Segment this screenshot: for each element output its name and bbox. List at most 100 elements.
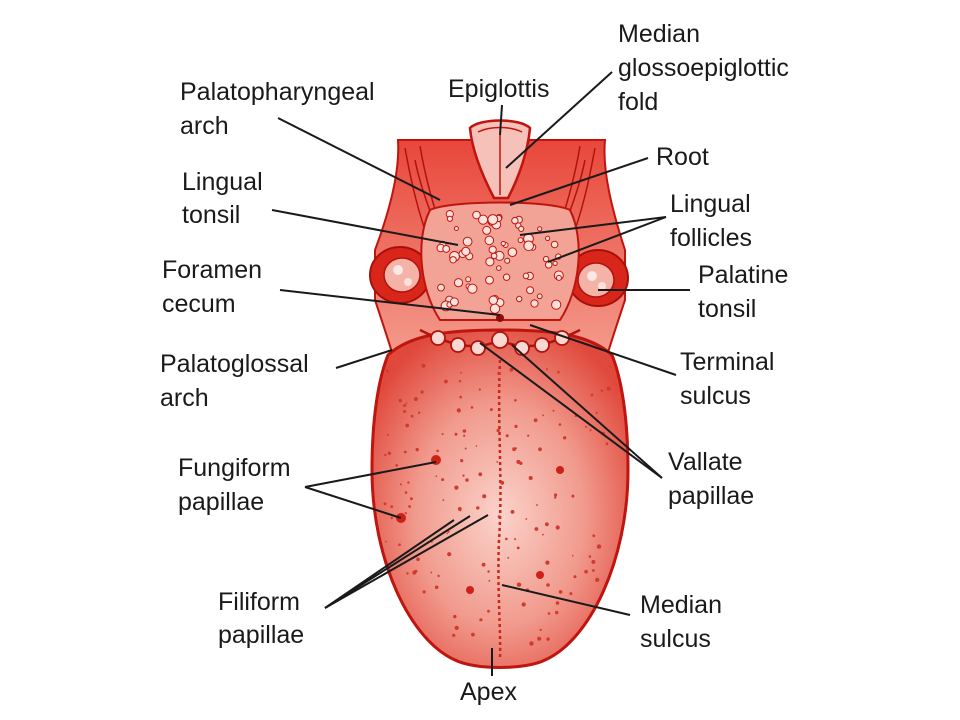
filiform-speck [554,493,558,497]
filiform-speck [444,379,448,384]
leader-foramen-cecum [279,289,501,316]
filiform-speck [398,398,402,403]
leader-root [509,157,649,206]
filiform-speck [413,397,418,401]
filiform-speck [497,371,501,375]
filiform-speck [399,483,402,486]
filiform-speck [404,491,408,494]
label-fungiform-2: papillae [178,488,264,516]
lingual-follicle [504,257,511,264]
lingual-follicles-texture [436,210,564,314]
leader-filiform-c [324,519,455,609]
filiform-speck [552,409,555,412]
lingual-follicle [516,295,523,303]
filiform-speck [600,389,604,392]
filiform-speck [460,371,462,374]
leader-lines [271,71,690,676]
filiform-speck [595,577,600,583]
filiform-speck [539,628,542,632]
filiform-speck [478,472,483,477]
label-median-fold-3: fold [618,88,658,116]
lingual-follicle [442,245,451,253]
filiform-speck [534,527,539,531]
label-vallate-2: papillae [668,482,754,510]
lingual-follicle [472,210,481,220]
filiform-speck [408,505,411,508]
lingual-follicle [523,240,535,252]
lingual-follicle [530,299,539,308]
leader-epiglottis [499,104,503,136]
filiform-speck [405,402,408,404]
filiform-speck [390,505,394,508]
tongue-illustration [369,119,630,669]
filiform-speck [387,433,390,436]
filiform-speck [545,560,550,565]
filiform-speck [590,393,594,397]
lingual-follicle [467,283,478,294]
filiform-speck [403,450,407,454]
filiform-speck [385,369,388,372]
lingual-follicle [542,255,550,263]
lingual-follicle [465,276,472,283]
filiform-speck [471,632,475,637]
filiform-speck [573,575,577,579]
label-fungiform-1: Fungiform [178,454,291,482]
label-foramen-cecum-2: cecum [162,290,236,318]
leader-vallate-a [479,342,663,479]
filiform-speck [555,601,560,605]
filiform-speck [385,540,387,543]
filiform-speck [387,451,392,455]
filiform-speck [395,464,399,467]
label-lingual-follicles-2: follicles [670,224,752,252]
label-lingual-follicles-1: Lingual [670,190,751,218]
filiform-speck [555,610,559,615]
lingual-follicle [461,246,471,256]
filiform-speck [589,429,592,432]
label-filiform-1: Filiform [218,588,300,616]
filiform-speck [507,557,510,559]
filiform-speck [533,418,538,423]
filiform-speck [516,459,521,464]
filiform-speck [515,447,517,450]
filiform-speck [546,368,548,371]
filiform-speck [452,633,456,638]
filiform-speck [542,414,544,417]
filiform-speck [447,530,450,533]
label-filiform-2: papillae [218,621,304,649]
filiform-speck [546,637,550,641]
filiform-speck [441,478,445,482]
lingual-follicle [545,235,551,241]
filiform-speck [446,532,449,535]
label-palatine-tonsil-2: tonsil [698,295,756,323]
filiform-speck [405,423,410,428]
filiform-speck [571,494,575,498]
lingual-follicle [449,297,459,307]
filiform-speck [481,562,486,567]
label-root: Root [656,143,709,171]
filiform-speck [605,442,609,446]
leader-median-sulcus [501,584,631,616]
filiform-speck [516,582,522,587]
leader-filiform-a [324,514,489,609]
filiform-speck [529,641,534,646]
lingual-follicle [437,283,445,292]
lingual-follicle [502,273,511,281]
lingual-follicle [522,272,530,280]
filiform-speck [569,592,573,596]
label-lingual-tonsil-1: Lingual [182,168,263,196]
label-epiglottis: Epiglottis [448,75,549,103]
filiform-speck [453,614,457,619]
filiform-speck [454,485,459,490]
filiform-speck [434,585,439,590]
filiform-speck [417,411,421,414]
filiform-speck [497,515,501,519]
filiform-speck [454,625,459,631]
filiform-speck [459,395,463,399]
filiform-speck [478,388,481,391]
filiform-speck [527,434,530,437]
label-apex: Apex [460,678,517,706]
leader-palatoglossal [335,349,393,369]
lingual-follicle [517,237,524,244]
lingual-follicle [552,260,558,266]
